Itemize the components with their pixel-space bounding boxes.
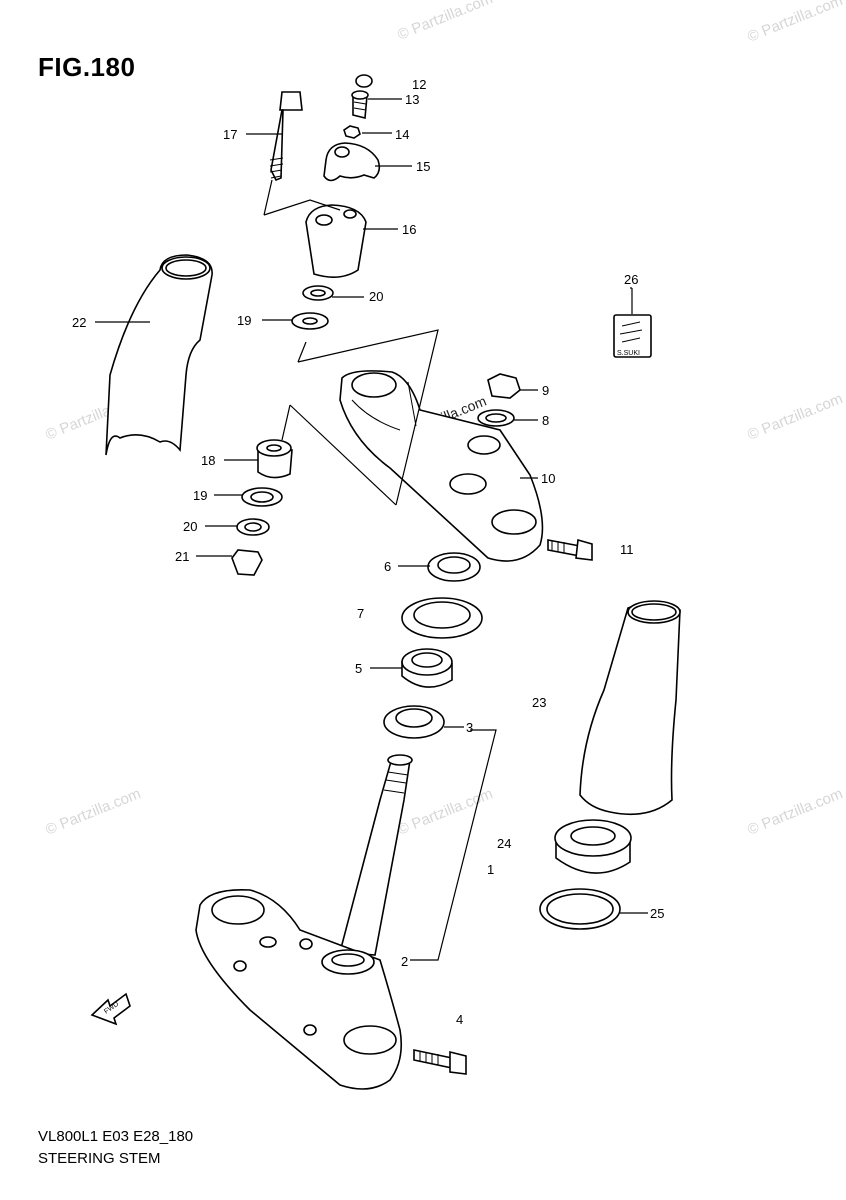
part-18-bushing: [256, 439, 293, 479]
part-26-emblem: S.SUKI: [613, 288, 652, 358]
callout-2: 2: [401, 954, 408, 969]
watermark: © Partzilla.com: [43, 785, 143, 839]
callout-25: 25: [650, 906, 664, 921]
part-19-washer: [291, 312, 329, 330]
callout-9: 9: [542, 383, 549, 398]
part-20-washer: [236, 518, 270, 536]
part-9-nut: [487, 373, 521, 399]
callout-12: 12: [412, 77, 426, 92]
callout-11: 11: [620, 542, 634, 557]
callout-3: 3: [466, 720, 473, 735]
part-24-ring: [554, 819, 632, 874]
part-20-washer: [302, 285, 334, 301]
part-5-bearing: [401, 648, 453, 688]
assembly-guide-lines: [263, 179, 497, 961]
part-4-bolt: [413, 1049, 467, 1075]
figure-title: FIG.180: [38, 52, 136, 82]
part-22-fork-cover: [105, 254, 213, 456]
part-8-washer: [477, 409, 515, 427]
part-14-nut: [343, 125, 361, 139]
part-25-washer: [539, 888, 621, 930]
callout-8: 8: [542, 413, 549, 428]
callout-19: 19: [193, 488, 207, 503]
callout-26: 26: [624, 272, 638, 287]
callout-14: 14: [395, 127, 409, 142]
fwd-arrow: FWD: [90, 992, 131, 1026]
part-15-clamp: [323, 142, 381, 182]
callout-13: 13: [405, 92, 419, 107]
callout-17: 17: [223, 127, 237, 142]
callouts: 12 13 14 15 16 17 20 19 22 26 9 8 10 11 …: [72, 77, 664, 1027]
part-2-dust-seal: [321, 949, 375, 975]
part-17-bolt: [269, 91, 303, 182]
part-6-nut: [427, 552, 481, 582]
part-16-holder: [305, 204, 367, 278]
watermark: © Partzilla.com: [745, 785, 845, 839]
leader-lines: [95, 98, 648, 914]
callout-16: 16: [402, 222, 416, 237]
part-11-bolt: [547, 538, 593, 561]
callout-5: 5: [355, 661, 362, 676]
part-10-upper-bracket: [339, 370, 544, 562]
callout-15: 15: [416, 159, 430, 174]
part-23-fork-cover: [579, 600, 681, 816]
figure-name: STEERING STEM: [38, 1150, 161, 1167]
callout-6: 6: [384, 559, 391, 574]
watermark: © Partzilla.com: [745, 0, 845, 46]
part-13-bolt: [351, 90, 369, 120]
watermark: © Partzilla.com: [745, 390, 845, 444]
callout-7: 7: [357, 606, 364, 621]
callout-23: 23: [532, 695, 546, 710]
callout-20: 20: [369, 289, 383, 304]
callout-1: 1: [487, 862, 494, 877]
part-3-race: [383, 705, 445, 739]
callout-18: 18: [201, 453, 215, 468]
watermark: © Partzilla.com: [395, 0, 495, 44]
part-19-washer: [241, 487, 283, 507]
callout-20: 20: [183, 519, 197, 534]
callout-19: 19: [237, 313, 251, 328]
callout-21: 21: [175, 549, 189, 564]
model-code: VL800L1 E03 E28_180: [38, 1128, 194, 1145]
svg-text:S.SUKI: S.SUKI: [617, 350, 640, 357]
callout-4: 4: [456, 1012, 463, 1027]
callout-10: 10: [541, 471, 555, 486]
part-7-seal: [401, 597, 483, 639]
part-21-nut: [231, 549, 263, 576]
callout-24: 24: [497, 836, 511, 851]
part-1-steering-stem: [195, 754, 413, 1090]
callout-22: 22: [72, 315, 86, 330]
part-12-cap: [355, 74, 373, 88]
